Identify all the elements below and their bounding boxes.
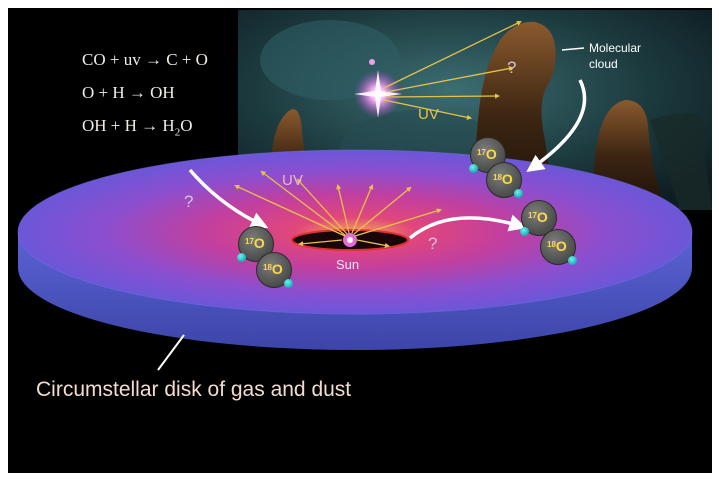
uv-rays-disk bbox=[234, 170, 442, 248]
water-molecule-17o: 17O bbox=[520, 200, 557, 236]
water-molecule-18o: 18O bbox=[540, 229, 577, 265]
hydrogen-atom bbox=[237, 253, 246, 262]
isotope-label: 18O bbox=[263, 261, 283, 277]
uv-rays-cloud bbox=[383, 21, 522, 120]
water-molecule-18o: 18O bbox=[256, 252, 293, 288]
transport-arrows bbox=[188, 79, 587, 240]
cloud-label-leader bbox=[561, 47, 585, 51]
arrow-to-inner-molecules bbox=[188, 168, 269, 229]
hydrogen-atom bbox=[568, 256, 577, 265]
arrow-cloud-to-disk bbox=[526, 79, 587, 173]
hydrogen-atom bbox=[469, 164, 478, 173]
water-molecule-18o: 18O bbox=[486, 162, 523, 198]
hydrogen-atom bbox=[520, 227, 529, 236]
sun-label: Sun bbox=[336, 257, 360, 272]
isotope-label: 17O bbox=[477, 146, 497, 162]
equation-co-photodissociation: CO + uv → C + O bbox=[82, 50, 208, 69]
question-mark-cloud: ? bbox=[507, 58, 517, 77]
uv-star bbox=[354, 59, 402, 118]
disk-label-leader bbox=[157, 334, 185, 371]
isotope-label: 17O bbox=[245, 235, 265, 251]
question-mark-inner: ? bbox=[184, 192, 194, 211]
arrow-to-outer-molecules bbox=[408, 214, 527, 240]
hydrogen-atom bbox=[284, 279, 293, 288]
isotope-label: 18O bbox=[493, 171, 513, 187]
hydrogen-atom bbox=[514, 189, 523, 198]
equation-water-formation: OH + H → H2O bbox=[82, 116, 193, 139]
disk-label: Circumstellar disk of gas and dust bbox=[36, 378, 352, 401]
molecular-cloud-label: Molecular cloud bbox=[589, 41, 642, 71]
isotope-label: 18O bbox=[547, 238, 567, 254]
uv-label-disk: UV bbox=[282, 172, 303, 189]
uv-label-cloud: UV bbox=[418, 106, 439, 123]
isotope-label: 17O bbox=[528, 209, 548, 225]
equation-oh-formation: O + H → OH bbox=[82, 83, 175, 102]
question-mark-outer: ? bbox=[428, 234, 438, 253]
